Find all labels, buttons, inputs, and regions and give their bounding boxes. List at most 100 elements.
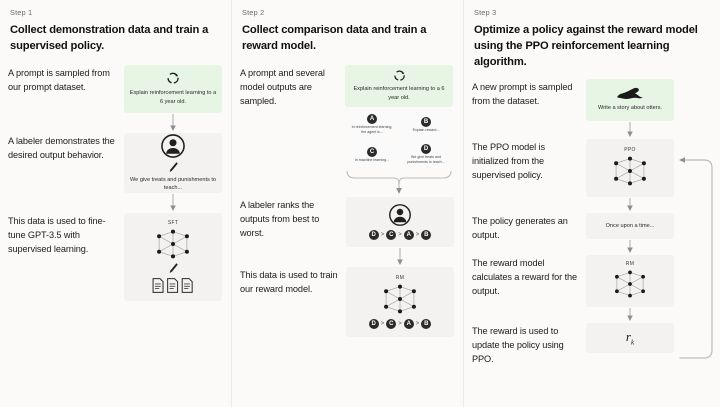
- rm-rank-gt-2: >: [398, 320, 402, 327]
- step-2-prompt-text: Explain reinforcement learning to a 6 ye…: [353, 86, 445, 101]
- arrow-down-7: [627, 307, 633, 321]
- arrow-down-5: [627, 197, 633, 211]
- step-3-generate-row: The policy generates an output. Once upo…: [472, 212, 710, 255]
- rm-tag-2: RM: [625, 261, 635, 268]
- step-1-prompt-caption: A prompt is sampled from our prompt data…: [8, 67, 110, 92]
- step-3-prompt-box: Write a story about otters.: [586, 78, 674, 121]
- step-2-rank-row: A labeler ranks the outputs from best to…: [240, 196, 454, 267]
- otter-icon: [617, 87, 643, 100]
- rm-rank-badge-1: D: [368, 318, 379, 329]
- step-2-rm-row: This data is used to train our reward mo…: [240, 266, 454, 337]
- step-3-rm-box: RM: [586, 254, 674, 307]
- step-1-column: Step 1 Collect demonstration data and tr…: [0, 0, 232, 407]
- ppo-tag: PPO: [624, 147, 636, 154]
- step-3-init-row: The PPO model is initialized from the su…: [472, 138, 710, 213]
- output-card-c: C In machine learning...: [348, 141, 396, 168]
- arrow-down-3: [397, 247, 403, 265]
- step-3-output-box: Once upon a time...: [586, 212, 674, 239]
- step-3-label: Step 3: [474, 8, 497, 17]
- column-divider-2: [463, 0, 464, 407]
- step-3-update-row: The reward is used to update the policy …: [472, 322, 710, 367]
- step-3-title: Optimize a policy against the reward mod…: [474, 24, 698, 68]
- recycle-arrowhead: [175, 74, 179, 77]
- output-card-b: B Explain reward...: [402, 111, 450, 138]
- rm-rank-gt-1: >: [380, 320, 385, 327]
- output-text-a: In reinforcement learning, the agent is.…: [351, 125, 393, 135]
- step-3-output-text: Once upon a time...: [605, 222, 655, 229]
- step-3-prompt-caption: A new prompt is sampled from the dataset…: [472, 81, 573, 106]
- step-2-title: Collect comparison data and train a rewa…: [242, 24, 427, 52]
- step-3-reward-row: The reward model calculates a reward for…: [472, 254, 710, 323]
- arrow-down-6: [627, 239, 633, 253]
- output-text-c: In machine learning...: [354, 157, 390, 162]
- ranking-row-labeler: D > C > A > B: [368, 230, 432, 241]
- rank-badge-2: C: [386, 230, 397, 241]
- step-2-label: Step 2: [242, 8, 265, 17]
- column-divider-1: [231, 0, 232, 407]
- arrow-down-1: [170, 113, 176, 131]
- recycle-icon-2: [393, 70, 405, 82]
- step-2-outputs-grid: A In reinforcement learning, the agent i…: [348, 111, 450, 168]
- reward-symbol: rk: [626, 329, 634, 347]
- output-card-d: D We give treats and punishments to teac…: [402, 141, 450, 168]
- arrow-down-4: [627, 121, 633, 137]
- reward-symbol-letter: r: [625, 328, 631, 344]
- step-1-labeler-caption: A labeler demonstrates the desired outpu…: [8, 135, 115, 160]
- step-3-prompt-row: A new prompt is sampled from the dataset…: [472, 78, 710, 139]
- step-2-train-caption: This data is used to train our reward mo…: [240, 269, 338, 294]
- neural-network-icon-4: [615, 270, 645, 298]
- neural-network-icon-2: [384, 284, 416, 314]
- reward-symbol-subscript: k: [630, 338, 635, 347]
- step-3-reward-value-box: rk: [586, 322, 674, 353]
- output-badge-a: A: [367, 114, 377, 125]
- step-2-labeler-box: D > C > A > B: [346, 196, 454, 247]
- step-1-prompt-row: A prompt is sampled from our prompt data…: [8, 64, 222, 133]
- output-badge-b: B: [421, 116, 431, 127]
- output-text-d: We give treats and punishments to teach.…: [407, 155, 445, 165]
- sft-tag: SFT: [167, 219, 179, 226]
- step-3-prompt-text: Write a story about otters.: [598, 105, 662, 112]
- step-3-column: Step 3 Optimize a policy against the rew…: [464, 0, 720, 407]
- rm-tag: RM: [395, 274, 405, 281]
- step-1-label: Step 1: [10, 8, 33, 17]
- output-text-b: Explain reward...: [412, 127, 440, 132]
- rank-gt-3: >: [415, 232, 420, 239]
- ranking-row-rm: D > C > A > B: [368, 318, 432, 329]
- rm-rank-badge-2: C: [386, 318, 397, 329]
- step-2-prompt-caption: A prompt and several model outputs are s…: [240, 67, 325, 106]
- step-1-finetune-caption: This data is used to fine-tune GPT-3.5 w…: [8, 215, 106, 254]
- step-3-generate-caption: The policy generates an output.: [472, 215, 568, 240]
- rm-rank-badge-3: A: [403, 318, 414, 329]
- person-icon-2: [389, 204, 411, 227]
- step-1-labeler-box: We give treats and punishments to teach.…: [124, 132, 222, 193]
- step-2-rank-caption: A labeler ranks the outputs from best to…: [240, 199, 320, 238]
- step-1-title: Collect demonstration data and train a s…: [10, 24, 209, 52]
- pencil-icon-2: [169, 263, 178, 273]
- step-3-update-caption: The reward is used to update the policy …: [472, 325, 564, 364]
- step-3-ppo-box: PPO: [586, 138, 674, 197]
- neural-network-icon: [157, 229, 189, 259]
- rm-rank-badge-4: B: [421, 318, 432, 329]
- rank-badge-1: D: [368, 230, 379, 241]
- pencil-icon: [169, 162, 178, 172]
- rank-gt-1: >: [380, 232, 385, 239]
- output-badge-c: C: [367, 146, 377, 157]
- output-card-a: A In reinforcement learning, the agent i…: [348, 111, 396, 138]
- step-2-rm-box: RM: [346, 266, 454, 337]
- step-2-column: Step 2 Collect comparison data and train…: [232, 0, 464, 407]
- arrow-down-2: [170, 193, 176, 211]
- output-badge-d: D: [421, 144, 431, 155]
- step-2-prompt-row: A prompt and several model outputs are s…: [240, 64, 454, 195]
- rank-gt-2: >: [398, 232, 402, 239]
- neural-network-icon-3: [614, 156, 646, 186]
- documents-icon: [152, 277, 193, 293]
- step-1-prompt-text: Explain reinforcement learning to a 6 ye…: [129, 90, 217, 105]
- brace-arrow-down: [346, 170, 452, 194]
- step-1-sft-box: SFT: [124, 212, 222, 301]
- step-1-labeler-row: A labeler demonstrates the desired outpu…: [8, 132, 222, 213]
- step-2-prompt-box: Explain reinforcement learning to a 6 ye…: [345, 64, 453, 107]
- step-1-labeler-text: We give treats and punishments to teach.…: [129, 176, 217, 192]
- rm-rank-gt-3: >: [415, 320, 420, 327]
- recycle-icon: [167, 73, 179, 84]
